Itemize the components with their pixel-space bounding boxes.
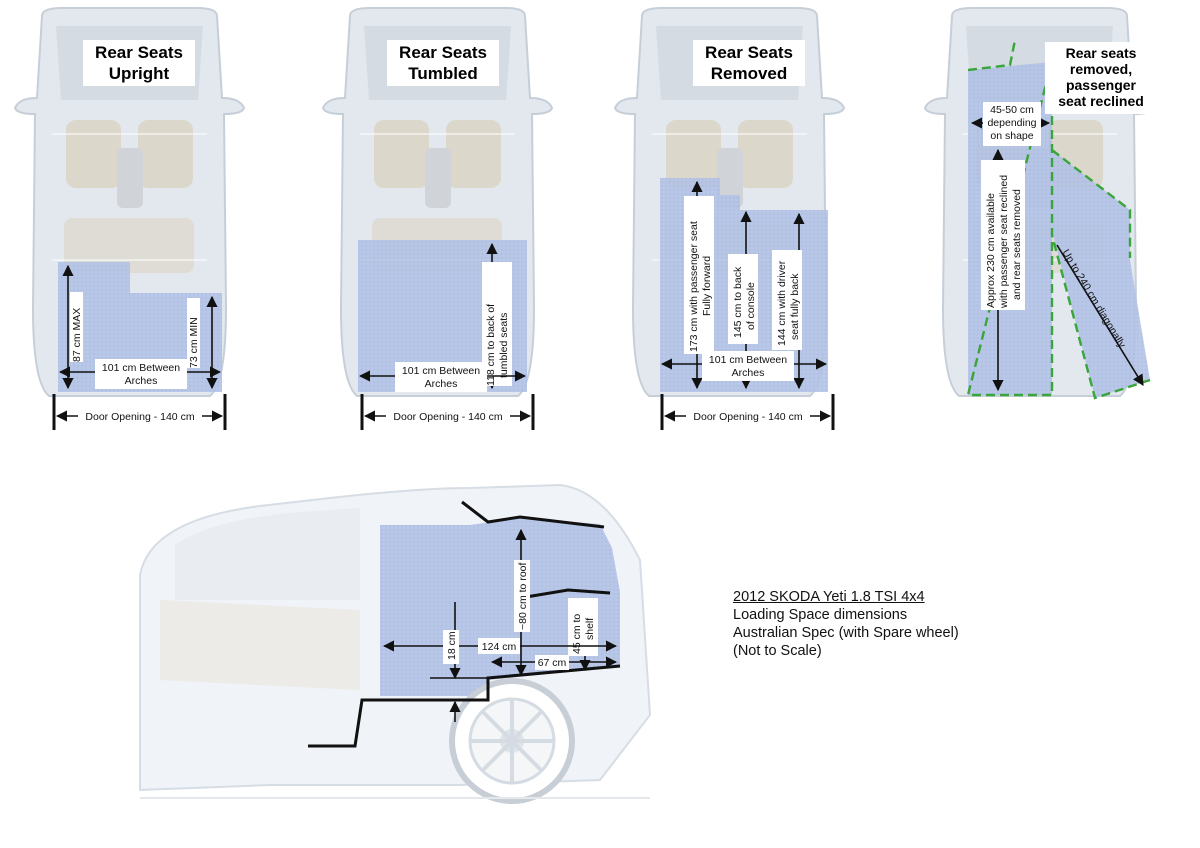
side-height-18: 18 cm [446, 631, 458, 660]
title-removed-2: Removed [711, 64, 788, 83]
arches-removed-2: Arches [732, 367, 765, 379]
side-roof: ~80 cm to roof [517, 563, 529, 630]
arches-upright-1: 101 cm Between [102, 362, 180, 374]
title-box-upright [83, 40, 195, 86]
dim-removed-pass-2: Fully forward [701, 256, 713, 316]
title-removed-1: Rear Seats [705, 43, 793, 62]
side-view: ~80 cm to roof 45 cm to shelf 124 cm 67 … [139, 483, 652, 804]
arches-removed-1: 101 cm Between [709, 354, 787, 366]
door-tumbled: Door Opening - 140 cm [393, 411, 502, 423]
len-reclined-3: and rear seats removed [1011, 189, 1023, 300]
load-area-reclined-diagonal [1052, 150, 1150, 398]
title-tumbled-1: Rear Seats [399, 43, 487, 62]
len-reclined-2: with passenger seat reclined [998, 175, 1010, 309]
info-title: 2012 SKODA Yeti 1.8 TSI 4x4 [733, 589, 925, 605]
roof-line [461, 500, 605, 529]
info-block: 2012 SKODA Yeti 1.8 TSI 4x4 Loading Spac… [733, 588, 959, 660]
title-reclined-3: passenger [1066, 77, 1137, 93]
floor-line [308, 664, 621, 748]
dim-removed-driver-1: 144 cm with driver [776, 260, 788, 346]
width-reclined-1: 45-50 cm [990, 104, 1034, 116]
side-shelf-1: 45 cm to [571, 614, 583, 654]
dim-removed-console-2: of console [745, 282, 757, 330]
side-shelf-2: shelf [584, 618, 596, 640]
title-tumbled-2: Tumbled [408, 64, 478, 83]
door-removed: Door Opening - 140 cm [693, 411, 802, 423]
panel-reclined: Rear seats removed, passenger seat recli… [924, 7, 1157, 400]
panel-upright: Rear Seats Upright 87 cm MAX 73 cm MIN 1… [14, 7, 245, 430]
dim-tumbled-back-1: 118 cm to back of [485, 304, 497, 386]
panel-tumbled: Rear Seats Tumbled 118 cm to back of tum… [322, 7, 553, 430]
width-reclined-3: on shape [990, 130, 1033, 142]
title-reclined-1: Rear seats [1066, 45, 1137, 61]
title-upright-1: Rear Seats [95, 43, 183, 62]
arches-upright-2: Arches [125, 375, 158, 387]
arches-tumbled-1: 101 cm Between [402, 365, 480, 377]
info-line-2: Loading Space dimensions [733, 607, 908, 623]
arches-tumbled-2: Arches [425, 378, 458, 390]
dim-upright-min: 73 cm MIN [188, 317, 200, 368]
len-reclined-1: Approx 230 cm available [985, 193, 997, 308]
dim-tumbled-back-2: tumbled seats [498, 313, 510, 378]
info-line-3: Australian Spec (with Spare wheel) [733, 625, 959, 641]
info-line-4: (Not to Scale) [733, 643, 822, 659]
side-length-124: 124 cm [482, 641, 517, 653]
reclined-dashed-outline [966, 39, 1151, 400]
shelf-line [519, 588, 611, 600]
dim-removed-driver-2: seat fully back [789, 273, 801, 340]
title-reclined-2: removed, [1070, 61, 1132, 77]
side-length-67: 67 cm [538, 657, 567, 669]
dim-upright-max: 87 cm MAX [71, 308, 83, 362]
door-upright: Door Opening - 140 cm [85, 411, 194, 423]
dim-removed-pass-1: 173 cm with passenger seat [688, 221, 700, 352]
dim-removed-console-1: 145 cm to back [732, 266, 744, 338]
title-reclined-4: seat reclined [1058, 93, 1144, 109]
title-upright-2: Upright [109, 64, 170, 83]
panel-removed: Rear Seats Removed 173 cm with passenger… [614, 7, 845, 430]
width-reclined-2: depending [987, 117, 1036, 129]
